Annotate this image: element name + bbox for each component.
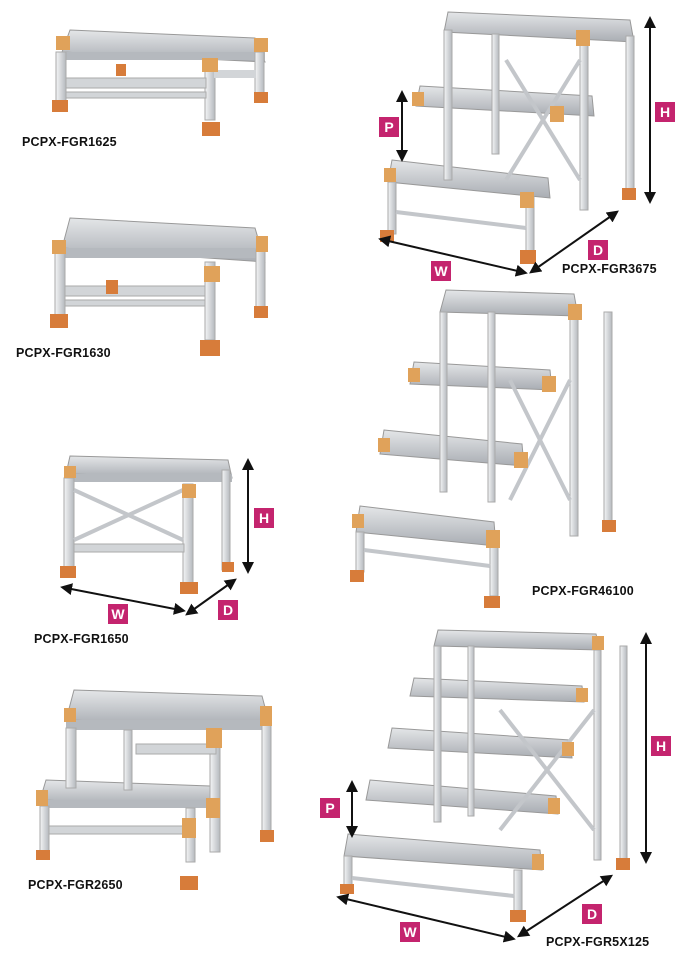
model-label-fgr2650: PCPX-FGR2650: [28, 878, 123, 892]
height-badge-fgr5x125: H: [651, 736, 671, 756]
model-label-fgr3675: PCPX-FGR3675: [562, 262, 657, 276]
depth-badge-fgr5x125: D: [582, 904, 602, 924]
pitch-badge-fgr5x125: P: [320, 798, 340, 818]
depth-badge-fgr1650: D: [218, 600, 238, 620]
width-badge-fgr5x125: W: [400, 922, 420, 942]
model-label-fgr1630: PCPX-FGR1630: [16, 346, 111, 360]
stand-fgr1625-icon: [52, 29, 268, 136]
pitch-badge-fgr3675: P: [379, 117, 399, 137]
stand-fgr2650-icon: [36, 689, 274, 890]
stand-fgr46100-icon: [350, 289, 616, 608]
model-label-fgr1650: PCPX-FGR1650: [34, 632, 129, 646]
height-badge-fgr3675: H: [655, 102, 675, 122]
model-label-fgr5x125: PCPX-FGR5X125: [546, 935, 650, 949]
width-badge-fgr3675: W: [431, 261, 451, 281]
stand-fgr3675-icon: [378, 11, 656, 277]
height-badge-fgr1650: H: [254, 508, 274, 528]
stand-fgr1630-icon: [50, 217, 268, 356]
stand-fgr5x125-icon: [336, 629, 652, 943]
model-label-fgr46100: PCPX-FGR46100: [532, 584, 634, 598]
width-badge-fgr1650: W: [108, 604, 128, 624]
depth-badge-fgr3675: D: [588, 240, 608, 260]
model-label-fgr1625: PCPX-FGR1625: [22, 135, 117, 149]
stand-fgr1650-icon: [60, 455, 254, 616]
